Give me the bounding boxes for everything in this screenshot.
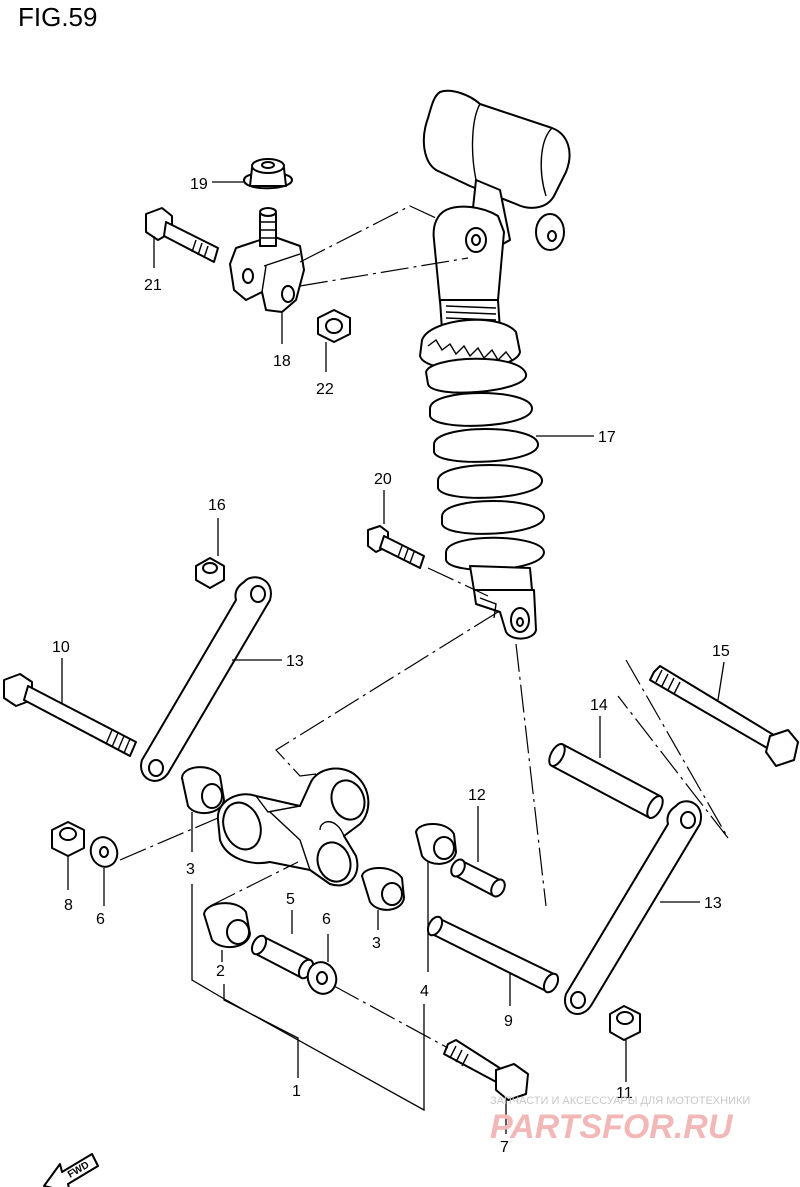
callout-7: 7: [500, 1139, 509, 1156]
flange-nut-19[interactable]: [243, 158, 293, 190]
nut-22[interactable]: [317, 309, 351, 343]
bearing-4[interactable]: [415, 823, 457, 865]
callout-2: 2: [216, 963, 225, 980]
callout-22: 22: [316, 381, 334, 398]
nut-11[interactable]: [609, 1005, 641, 1041]
callout-21: 21: [144, 277, 162, 294]
nut-8[interactable]: [51, 821, 85, 857]
callout-3a: 3: [186, 861, 195, 878]
bearing-3-middle[interactable]: [361, 867, 405, 911]
watermark-tagline: ЗАПЧАСТИ И АКСЕССУАРЫ ДЛЯ МОТОТЕХНИКИ: [490, 1095, 750, 1107]
bolt-7[interactable]: [443, 1039, 529, 1101]
forward-direction-arrow: FWD: [43, 1153, 99, 1187]
callout-8: 8: [64, 897, 73, 914]
washer-6-left[interactable]: [87, 833, 122, 870]
tie-rod-13-right[interactable]: [563, 800, 703, 1015]
bolt-10[interactable]: [3, 673, 137, 757]
callout-20: 20: [374, 471, 392, 488]
callout-13a: 13: [286, 653, 304, 670]
rear-shock-absorber[interactable]: [419, 89, 571, 640]
figure-title: FIG.59: [18, 2, 98, 32]
bolt-21[interactable]: [145, 207, 219, 263]
callout-15: 15: [712, 643, 730, 660]
watermark: ЗАПЧАСТИ И АКСЕССУАРЫ ДЛЯ МОТОТЕХНИКИ PA…: [490, 1095, 750, 1146]
bolt-20[interactable]: [367, 525, 425, 569]
callout-6b: 6: [322, 911, 331, 928]
callout-5: 5: [286, 891, 295, 908]
spacer-14[interactable]: [546, 742, 666, 821]
cushion-lever-1[interactable]: [216, 767, 370, 887]
callout-16: 16: [208, 497, 226, 514]
bearing-2[interactable]: [203, 902, 251, 949]
callout-3b: 3: [372, 935, 381, 952]
nut-16[interactable]: [195, 557, 225, 589]
assembly-lines: [119, 205, 729, 1049]
bolt-15[interactable]: [649, 665, 799, 767]
upper-shock-bracket[interactable]: [229, 207, 305, 313]
callout-19: 19: [190, 176, 208, 193]
bearing-3-left[interactable]: [181, 766, 225, 815]
callout-6a: 6: [96, 911, 105, 928]
callout-14: 14: [590, 697, 608, 714]
callout-numbers: 19 21 18 22 17 20 16 10 13 15 14 12 13 3…: [52, 176, 730, 1156]
spacer-9[interactable]: [425, 914, 561, 994]
watermark-logo: PARTSFOR.RU: [490, 1108, 734, 1146]
callout-1: 1: [292, 1083, 301, 1100]
callout-18: 18: [273, 353, 291, 370]
callout-17: 17: [598, 429, 616, 446]
callout-4: 4: [420, 983, 429, 1000]
washer-6-right[interactable]: [303, 958, 340, 998]
tie-rod-13-left[interactable]: [140, 576, 272, 782]
callout-13b: 13: [704, 895, 722, 912]
spacer-5[interactable]: [249, 933, 316, 980]
callout-11: 11: [616, 1085, 633, 1102]
callout-9: 9: [504, 1013, 513, 1030]
spacer-12[interactable]: [448, 857, 507, 899]
leader-lines: [61, 181, 725, 1134]
callout-12: 12: [468, 787, 486, 804]
callout-10: 10: [52, 639, 70, 656]
